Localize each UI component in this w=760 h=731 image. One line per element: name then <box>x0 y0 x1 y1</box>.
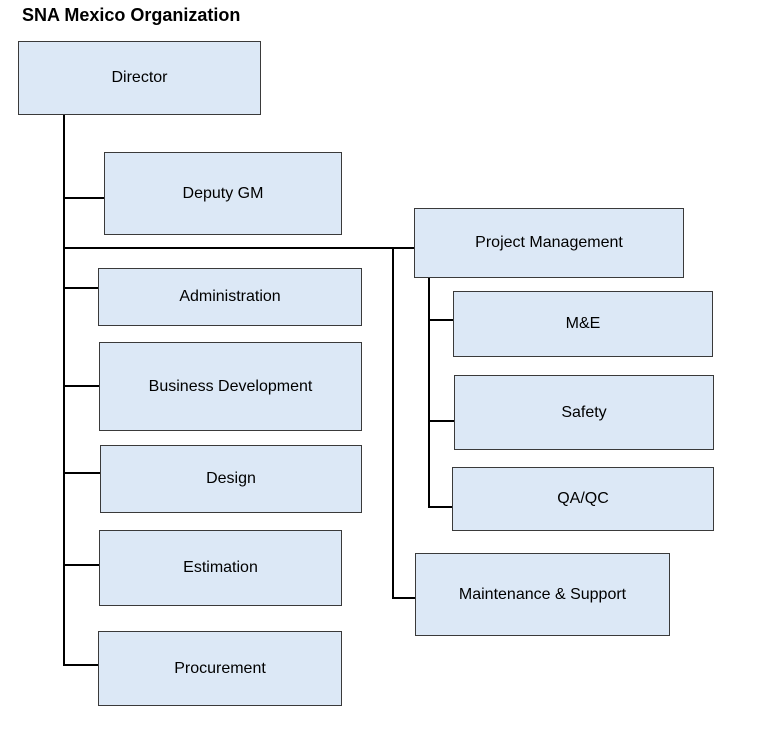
node-safety: Safety <box>454 375 714 450</box>
node-business-development: Business Development <box>99 342 362 431</box>
node-project-management: Project Management <box>414 208 684 278</box>
node-maintenance-support: Maintenance & Support <box>415 553 670 636</box>
node-me: M&E <box>453 291 713 357</box>
node-director: Director <box>18 41 261 115</box>
connector-right-trunk <box>392 247 394 599</box>
connector-safety <box>428 420 455 422</box>
connector-design <box>63 472 101 474</box>
node-qaqc: QA/QC <box>452 467 714 531</box>
chart-title: SNA Mexico Organization <box>22 5 241 25</box>
connector-me <box>428 319 454 321</box>
node-procurement: Procurement <box>98 631 342 706</box>
connector-estimation <box>63 564 100 566</box>
connector-pm-trunk <box>428 277 430 508</box>
connector-business-development <box>63 385 100 387</box>
node-administration: Administration <box>98 268 362 326</box>
connector-deputy-gm <box>63 197 105 199</box>
connector-qaqc <box>428 506 453 508</box>
connector-maintenance-support <box>392 597 416 599</box>
node-estimation: Estimation <box>99 530 342 606</box>
node-deputy-gm: Deputy GM <box>104 152 342 235</box>
connector-procurement <box>63 664 99 666</box>
connector-main-trunk <box>63 114 65 666</box>
connector-to-right-branch <box>63 247 415 249</box>
connector-administration <box>63 287 99 289</box>
node-design: Design <box>100 445 362 513</box>
